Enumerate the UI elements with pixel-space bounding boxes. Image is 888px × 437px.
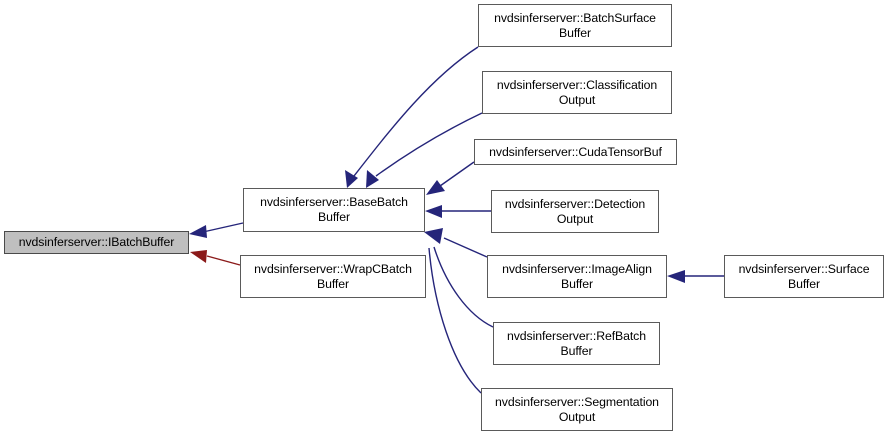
node-classificationoutput[interactable]: nvdsinferserver::Classification Output	[482, 71, 672, 114]
node-cudatensorbuf[interactable]: nvdsinferserver::CudaTensorBuf	[474, 139, 677, 165]
node-label: nvdsinferserver::Classification Output	[496, 77, 658, 107]
node-label: nvdsinferserver::RefBatch Buffer	[507, 328, 646, 358]
edge-basebatch-to-ibatchbuffer	[189, 222, 244, 238]
node-label: nvdsinferserver::Surface Buffer	[738, 261, 870, 291]
node-basebatchbuffer[interactable]: nvdsinferserver::BaseBatch Buffer	[243, 188, 425, 232]
edge-classification-to-basebatch	[366, 112, 483, 188]
edge-cudatensorbuf-to-basebatch	[426, 161, 475, 195]
node-label: nvdsinferserver::BatchSurface Buffer	[494, 10, 656, 40]
node-label: nvdsinferserver::CudaTensorBuf	[489, 144, 662, 159]
edge-batchsurface-to-basebatch	[345, 46, 479, 188]
node-label: nvdsinferserver::Segmentation Output	[495, 394, 659, 424]
edge-detection-to-basebatch	[425, 205, 491, 218]
node-refbatchbuffer[interactable]: nvdsinferserver::RefBatch Buffer	[493, 322, 660, 365]
node-label: nvdsinferserver::Detection Output	[504, 196, 646, 226]
edge-wrapcbatch-to-ibatchbuffer	[190, 250, 241, 266]
node-detectionoutput[interactable]: nvdsinferserver::Detection Output	[491, 190, 659, 233]
node-label: nvdsinferserver::BaseBatch Buffer	[260, 195, 408, 224]
edge-imagealign-to-basebatch	[424, 228, 488, 258]
node-imagealignbuffer[interactable]: nvdsinferserver::ImageAlign Buffer	[487, 255, 667, 298]
node-ibatchbuffer[interactable]: nvdsinferserver::IBatchBuffer	[4, 231, 189, 254]
node-label: nvdsinferserver::WrapCBatch Buffer	[254, 261, 412, 291]
edge-segmentation-to-basebatch	[428, 247, 482, 394]
edge-surface-to-imagealign	[667, 270, 724, 283]
node-batchsurfacebuffer[interactable]: nvdsinferserver::BatchSurface Buffer	[478, 4, 672, 47]
node-surfacebuffer[interactable]: nvdsinferserver::Surface Buffer	[724, 255, 884, 298]
node-label: nvdsinferserver::IBatchBuffer	[18, 235, 175, 249]
edge-refbatch-to-basebatch	[433, 246, 494, 328]
node-segmentationoutput[interactable]: nvdsinferserver::Segmentation Output	[481, 388, 673, 431]
node-label: nvdsinferserver::ImageAlign Buffer	[502, 261, 652, 291]
node-wrapcbatchbuffer[interactable]: nvdsinferserver::WrapCBatch Buffer	[240, 255, 426, 298]
